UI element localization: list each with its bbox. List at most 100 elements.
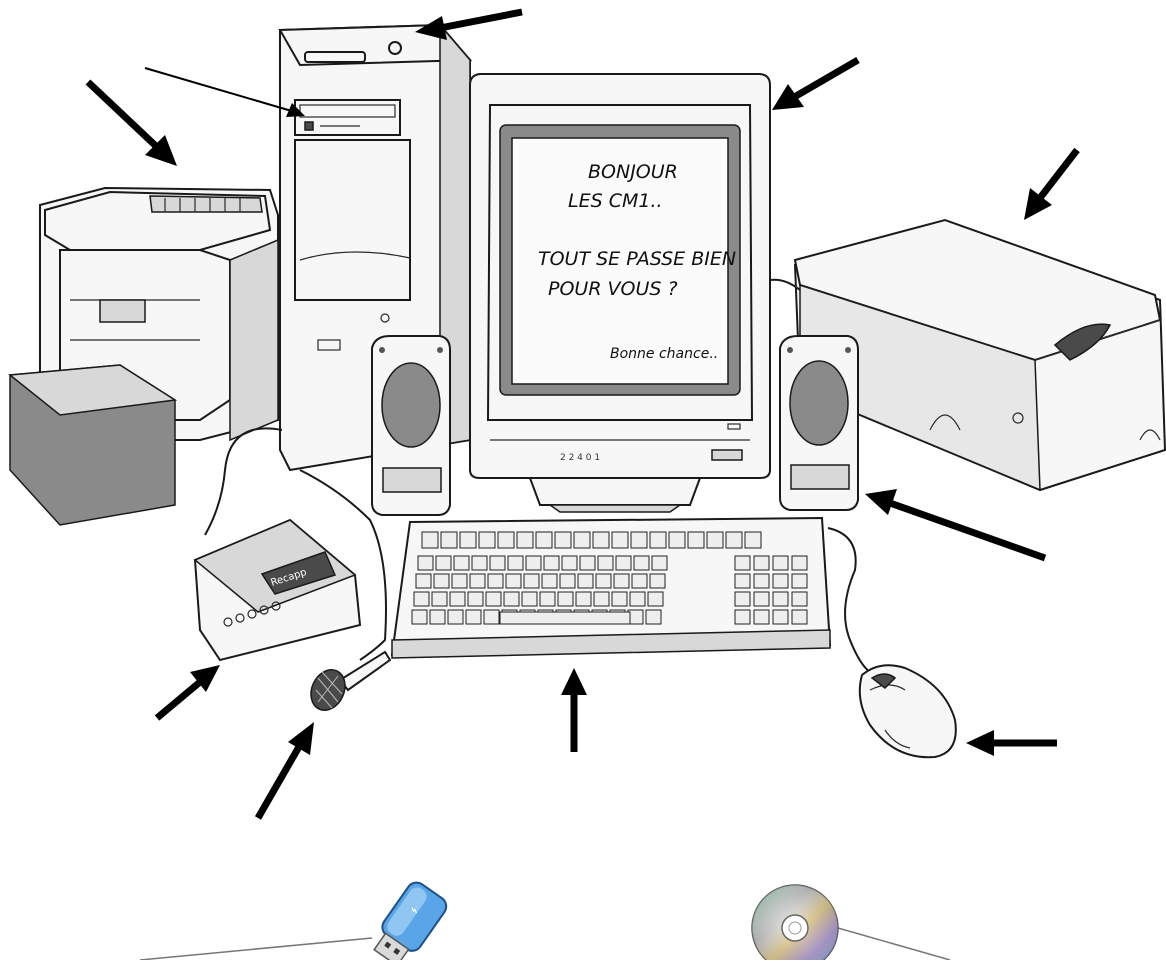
keyboard-key	[612, 592, 627, 606]
keyboard-key	[432, 592, 447, 606]
screen-line-1: BONJOUR	[588, 161, 678, 183]
arrow-keyboard	[561, 668, 587, 752]
keyboard-key	[630, 592, 645, 606]
keypad-key	[754, 556, 769, 570]
keyboard-key	[498, 532, 514, 548]
printer	[10, 188, 278, 525]
keyboard-key	[688, 532, 704, 548]
keypad-key	[735, 556, 750, 570]
keyboard-key	[506, 574, 521, 588]
keyboard-key	[484, 610, 499, 624]
arrow-monitor	[772, 60, 858, 110]
keyboard-key	[454, 556, 469, 570]
keypad-key	[773, 610, 788, 624]
keyboard-key	[472, 556, 487, 570]
keyboard-key	[522, 592, 537, 606]
arrow-tower	[415, 12, 522, 40]
keyboard-key	[555, 532, 571, 548]
screen-line-3: TOUT SE PASSE BIEN	[538, 248, 736, 270]
usb-key: ⌁	[140, 879, 450, 960]
keyboard-key	[646, 610, 661, 624]
keyboard-key	[576, 592, 591, 606]
keypad-key	[773, 574, 788, 588]
arrow-printer	[88, 82, 177, 166]
cd-drive	[295, 100, 400, 135]
keyboard-key	[593, 532, 609, 548]
keypad-key	[773, 556, 788, 570]
keyboard-key	[650, 532, 666, 548]
arrow-modem	[157, 665, 220, 718]
screen-line-2: LES CM1..	[568, 190, 663, 212]
keyboard-key	[596, 574, 611, 588]
keyboard-key	[634, 556, 649, 570]
keyboard-key	[598, 556, 613, 570]
keypad-key	[754, 574, 769, 588]
keyboard-key	[560, 574, 575, 588]
arrow-mouse	[966, 730, 1057, 756]
keyboard-key	[466, 610, 481, 624]
keyboard-key	[517, 532, 533, 548]
keyboard-key	[414, 592, 429, 606]
keyboard-key	[434, 574, 449, 588]
keyboard-key	[418, 556, 433, 570]
keyboard-key	[578, 574, 593, 588]
cd-disc	[752, 885, 950, 960]
microphone	[305, 652, 390, 716]
speaker-left	[372, 336, 450, 515]
screen-line-4: POUR VOUS ?	[548, 278, 678, 300]
keypad-key	[754, 592, 769, 606]
keyboard-key	[562, 556, 577, 570]
keyboard-key	[504, 592, 519, 606]
keypad-key	[735, 610, 750, 624]
keyboard-key	[726, 532, 742, 548]
keyboard-keys	[412, 532, 807, 624]
screen-line-5: Bonne chance..	[610, 346, 718, 362]
keyboard-key	[460, 532, 476, 548]
keyboard-key	[669, 532, 685, 548]
keyboard-key	[468, 592, 483, 606]
arrow-microphone	[258, 722, 314, 818]
keyboard-key	[470, 574, 485, 588]
keyboard-key	[436, 556, 451, 570]
keyboard	[392, 518, 830, 658]
keyboard-key	[540, 592, 555, 606]
keypad-key	[735, 574, 750, 588]
keypad-key	[792, 574, 807, 588]
keyboard-key	[441, 532, 457, 548]
keyboard-key	[544, 556, 559, 570]
keyboard-key	[574, 532, 590, 548]
keyboard-key	[450, 592, 465, 606]
keyboard-key	[422, 532, 438, 548]
keyboard-key	[416, 574, 431, 588]
keyboard-key	[652, 556, 667, 570]
monitor-buttons: 2 2 4 0 1	[560, 453, 600, 463]
keyboard-key	[508, 556, 523, 570]
keyboard-key	[707, 532, 723, 548]
keyboard-key	[632, 574, 647, 588]
keyboard-key	[430, 610, 445, 624]
keyboard-key	[536, 532, 552, 548]
keypad-key	[773, 592, 788, 606]
keyboard-key	[580, 556, 595, 570]
keypad-key	[792, 610, 807, 624]
keyboard-key	[488, 574, 503, 588]
keyboard-key	[542, 574, 557, 588]
mouse	[860, 665, 956, 757]
keyboard-key	[558, 592, 573, 606]
keyboard-key	[524, 574, 539, 588]
keyboard-key	[526, 556, 541, 570]
keyboard-key	[650, 574, 665, 588]
keyboard-key	[594, 592, 609, 606]
keyboard-key	[616, 556, 631, 570]
keypad-key	[792, 556, 807, 570]
space-bar	[500, 612, 630, 624]
keyboard-key	[614, 574, 629, 588]
speaker-right	[780, 336, 858, 510]
arrow-scanner	[1024, 150, 1077, 220]
arrow-speaker	[865, 489, 1045, 558]
monitor: BONJOUR LES CM1.. TOUT SE PASSE BIEN POU…	[470, 74, 770, 512]
keyboard-key	[448, 610, 463, 624]
keypad-key	[735, 592, 750, 606]
keyboard-key	[745, 532, 761, 548]
